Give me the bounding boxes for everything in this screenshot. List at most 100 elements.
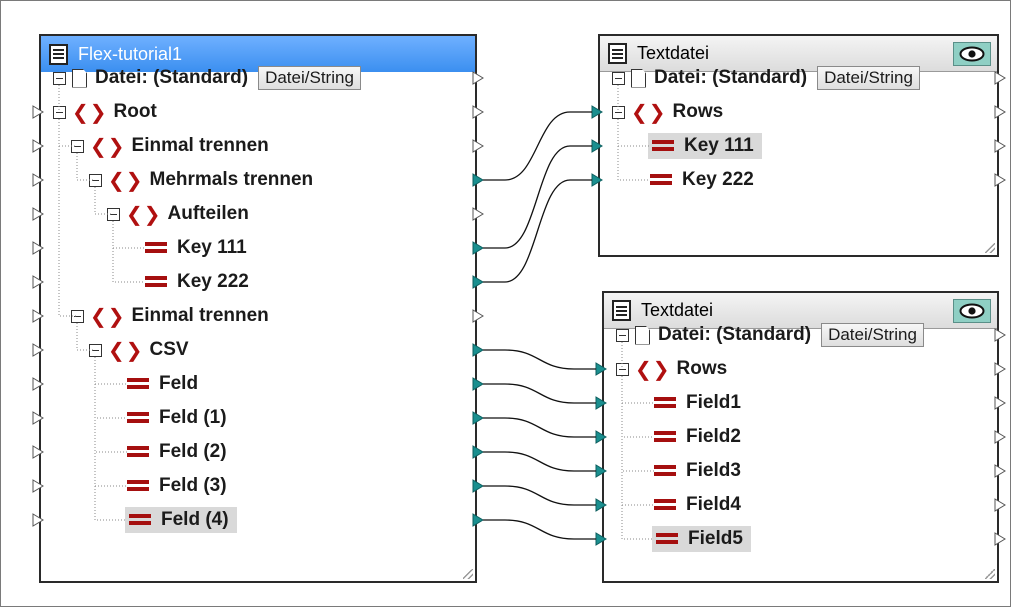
tree-row-attribute[interactable]: Field3 (654, 454, 741, 488)
input-connector-icon[interactable] (591, 173, 603, 187)
input-connector-icon[interactable] (595, 498, 607, 512)
tree-row-file[interactable]: Datei: (Standard)Datei/String (612, 61, 920, 95)
tree-row-element[interactable]: ❮❯Rows (612, 95, 723, 129)
collapse-toggle-icon[interactable] (71, 309, 84, 323)
tree-row-attribute[interactable]: Feld (4) (125, 503, 237, 537)
input-connector-icon[interactable] (32, 513, 44, 527)
component-header[interactable]: Textdatei (604, 293, 997, 329)
collapse-toggle-icon[interactable] (107, 207, 120, 221)
input-connector-icon[interactable] (32, 139, 44, 153)
mapping-connection[interactable] (483, 349, 596, 370)
datei-string-button[interactable]: Datei/String (821, 323, 924, 347)
tree-row-attribute[interactable]: Key 111 (648, 129, 762, 163)
tree-row-file[interactable]: Datei: (Standard)Datei/String (53, 61, 361, 95)
output-connector-icon[interactable] (994, 105, 1006, 119)
tree-row-attribute[interactable]: Field4 (654, 488, 741, 522)
selected-item[interactable]: Feld (4) (125, 507, 237, 533)
output-connector-icon[interactable] (472, 173, 484, 187)
input-connector-icon[interactable] (32, 207, 44, 221)
input-connector-icon[interactable] (32, 411, 44, 425)
input-connector-icon[interactable] (32, 275, 44, 289)
datei-string-button[interactable]: Datei/String (258, 66, 361, 90)
input-connector-icon[interactable] (595, 362, 607, 376)
output-connector-icon[interactable] (994, 328, 1006, 342)
mapping-connection[interactable] (483, 485, 596, 506)
output-connector-icon[interactable] (994, 464, 1006, 478)
tree-row-element[interactable]: ❮❯Aufteilen (107, 197, 249, 231)
tree-row-attribute[interactable]: Feld (3) (127, 469, 227, 503)
output-connector-icon[interactable] (472, 445, 484, 459)
input-connector-icon[interactable] (32, 173, 44, 187)
mapping-connection[interactable] (483, 145, 592, 249)
output-connector-icon[interactable] (994, 362, 1006, 376)
tree-row-attribute[interactable]: Field5 (652, 522, 751, 556)
mapping-connection[interactable] (483, 383, 596, 404)
resize-grip-icon[interactable] (985, 569, 995, 579)
tree-row-attribute[interactable]: Field1 (654, 386, 741, 420)
input-connector-icon[interactable] (32, 105, 44, 119)
collapse-toggle-icon[interactable] (612, 71, 625, 85)
input-connector-icon[interactable] (32, 479, 44, 493)
component-header[interactable]: Flex-tutorial1 (41, 36, 475, 72)
output-connector-icon[interactable] (472, 139, 484, 153)
tree-row-file[interactable]: Datei: (Standard)Datei/String (616, 318, 924, 352)
datei-string-button[interactable]: Datei/String (817, 66, 920, 90)
input-connector-icon[interactable] (32, 445, 44, 459)
component-textdatei-1[interactable]: Textdatei Datei: (Standard)Datei/String❮… (598, 34, 999, 257)
output-connector-icon[interactable] (472, 207, 484, 221)
preview-eye-button[interactable] (953, 42, 991, 66)
tree-row-element[interactable]: ❮❯Einmal trennen (71, 299, 269, 333)
output-connector-icon[interactable] (994, 396, 1006, 410)
output-connector-icon[interactable] (994, 498, 1006, 512)
output-connector-icon[interactable] (994, 139, 1006, 153)
tree-row-attribute[interactable]: Key 111 (145, 231, 247, 265)
tree-row-attribute[interactable]: Feld (127, 367, 198, 401)
resize-grip-icon[interactable] (985, 243, 995, 253)
output-connector-icon[interactable] (472, 275, 484, 289)
component-header[interactable]: Textdatei (600, 36, 997, 72)
mapping-connection[interactable] (483, 519, 596, 540)
component-flex-tutorial1[interactable]: Flex-tutorial1 Datei: (Standard)Datei/St… (39, 34, 477, 583)
output-connector-icon[interactable] (472, 479, 484, 493)
output-connector-icon[interactable] (994, 532, 1006, 546)
tree-row-element[interactable]: ❮❯Rows (616, 352, 727, 386)
input-connector-icon[interactable] (595, 430, 607, 444)
input-connector-icon[interactable] (32, 309, 44, 323)
tree-row-element[interactable]: ❮❯Einmal trennen (71, 129, 269, 163)
mapping-connection[interactable] (483, 451, 596, 472)
resize-grip-icon[interactable] (463, 569, 473, 579)
output-connector-icon[interactable] (994, 71, 1006, 85)
collapse-toggle-icon[interactable] (616, 328, 629, 342)
tree-row-attribute[interactable]: Feld (2) (127, 435, 227, 469)
selected-item[interactable]: Field5 (652, 526, 751, 552)
mapping-connection[interactable] (483, 417, 596, 438)
preview-eye-button[interactable] (953, 299, 991, 323)
tree-row-element[interactable]: ❮❯Mehrmals trennen (89, 163, 313, 197)
output-connector-icon[interactable] (472, 309, 484, 323)
tree-row-attribute[interactable]: Feld (1) (127, 401, 227, 435)
output-connector-icon[interactable] (472, 377, 484, 391)
tree-row-attribute[interactable]: Key 222 (650, 163, 754, 197)
mapping-connection[interactable] (483, 111, 592, 181)
input-connector-icon[interactable] (595, 396, 607, 410)
tree-row-element[interactable]: ❮❯Root (53, 95, 157, 129)
collapse-toggle-icon[interactable] (53, 71, 66, 85)
input-connector-icon[interactable] (32, 343, 44, 357)
mapping-connection[interactable] (483, 179, 592, 283)
component-textdatei-2[interactable]: Textdatei Datei: (Standard)Datei/String❮… (602, 291, 999, 583)
input-connector-icon[interactable] (32, 241, 44, 255)
selected-item[interactable]: Key 111 (648, 133, 762, 159)
output-connector-icon[interactable] (994, 173, 1006, 187)
output-connector-icon[interactable] (472, 241, 484, 255)
output-connector-icon[interactable] (472, 71, 484, 85)
input-connector-icon[interactable] (591, 139, 603, 153)
output-connector-icon[interactable] (472, 411, 484, 425)
input-connector-icon[interactable] (595, 464, 607, 478)
output-connector-icon[interactable] (472, 105, 484, 119)
output-connector-icon[interactable] (472, 343, 484, 357)
input-connector-icon[interactable] (595, 532, 607, 546)
output-connector-icon[interactable] (994, 430, 1006, 444)
input-connector-icon[interactable] (591, 105, 603, 119)
input-connector-icon[interactable] (32, 377, 44, 391)
